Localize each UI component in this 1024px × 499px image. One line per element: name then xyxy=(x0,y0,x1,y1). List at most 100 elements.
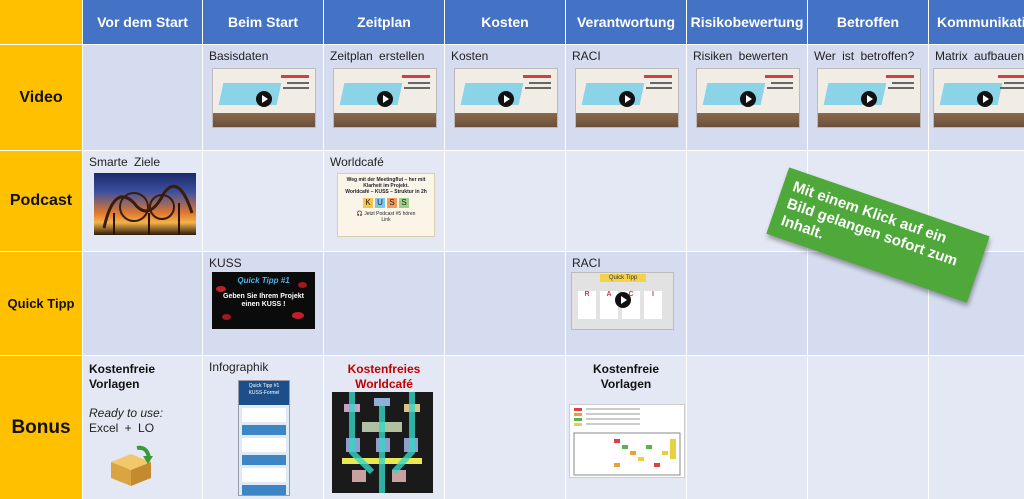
worldcafe-card-line1: Weg mit der Meetingflut – her mit xyxy=(346,177,426,183)
header-kosten: Kosten xyxy=(445,0,565,44)
bonus-excel-lo: Excel + LO xyxy=(89,421,155,435)
video-thumbnail-basisdaten[interactable] xyxy=(212,68,316,128)
raci-letter-r: R xyxy=(578,291,596,319)
worldcafe-card-cta: Jetzt Podcast #5 hören xyxy=(364,211,416,217)
worldcafe-card-tag: Link xyxy=(381,217,391,223)
video-thumbnail-risiken[interactable] xyxy=(696,68,800,128)
play-icon[interactable] xyxy=(977,91,993,107)
podcast-worldcafe-label: Worldcafé xyxy=(330,155,384,169)
kuss-letter-s1: S xyxy=(387,198,397,208)
video-kommunikation-cell: Matrix aufbauen xyxy=(929,45,1024,150)
bonus-betroffen-cell xyxy=(808,356,928,499)
video-risikobewertung-cell: Risiken bewerten xyxy=(687,45,807,150)
raci-quick-tipp-thumbnail[interactable]: Quick Tipp R A C I xyxy=(571,272,674,330)
bonus-vorlagen-title-2: Vorlagen xyxy=(89,377,140,391)
video-zeitplan-label: Zeitplan erstellen xyxy=(330,49,425,63)
play-icon[interactable] xyxy=(619,91,635,107)
bonus-zeitplan-cell: Kostenfreies Worldcafé xyxy=(324,356,444,499)
play-icon[interactable] xyxy=(861,91,877,107)
podcast-verantwortung-cell xyxy=(566,151,686,251)
download-box-icon[interactable] xyxy=(107,444,155,486)
bonus-verantwortung-cell: Kostenfreie Vorlagen xyxy=(566,356,686,499)
worldcafe-layout-thumbnail[interactable] xyxy=(332,392,433,493)
video-betroffen-cell: Wer ist betroffen? xyxy=(808,45,928,150)
video-thumbnail-kosten[interactable] xyxy=(454,68,558,128)
video-beim-start-cell: Basisdaten xyxy=(203,45,323,150)
row-label-video: Video xyxy=(0,45,82,150)
video-kosten-label: Kosten xyxy=(451,49,489,63)
quick-tipp-raci-label: RACI xyxy=(572,256,601,270)
kuss-letter-u: U xyxy=(375,198,385,208)
bonus-ready-to-use: Ready to use: xyxy=(89,406,164,420)
bonus-vor-dem-start-cell: Kostenfreie Vorlagen Ready to use: Excel… xyxy=(83,356,202,499)
quick-tipp-kosten-cell xyxy=(445,252,565,355)
header-kommunikation: Kommunikation xyxy=(929,0,1024,44)
kuss-card-line2: einen KUSS ! xyxy=(241,301,286,308)
bonus-worldcafe-title-2: Worldcafé xyxy=(355,377,413,391)
header-beim-start: Beim Start xyxy=(203,0,323,44)
play-icon[interactable] xyxy=(615,292,631,308)
video-kosten-cell: Kosten xyxy=(445,45,565,150)
podcast-zeitplan-cell: Worldcafé Weg mit der Meetingflut – her … xyxy=(324,151,444,251)
quick-tipp-beim-start-cell: KUSS Quick Tipp #1 Geben Sie Ihrem Proje… xyxy=(203,252,323,355)
header-zeitplan: Zeitplan xyxy=(324,0,444,44)
header-betroffen: Betroffen xyxy=(808,0,928,44)
kuss-infographic-thumbnail[interactable]: Quick Tipp #1 KUSS-Formel xyxy=(238,380,290,496)
headphones-icon: 🎧 xyxy=(356,211,363,217)
video-verantwortung-cell: RACI xyxy=(566,45,686,150)
bonus-beim-start-cell: Infographik Quick Tipp #1 KUSS-Formel xyxy=(203,356,323,499)
podcast-kosten-cell xyxy=(445,151,565,251)
rollercoaster-image[interactable] xyxy=(94,173,196,235)
video-risikobewertung-label: Risiken bewerten xyxy=(693,49,789,63)
raci-matrix-thumbnail[interactable] xyxy=(569,404,685,478)
corner-cell xyxy=(0,0,82,44)
header-verantwortung: Verantwortung xyxy=(566,0,686,44)
play-icon[interactable] xyxy=(498,91,514,107)
play-icon[interactable] xyxy=(256,91,272,107)
bonus-risikobewertung-cell xyxy=(687,356,807,499)
worldcafe-card-line3: Worldcafé – KUSS – Struktur in 2h xyxy=(345,189,427,195)
infographic-subtitle: KUSS-Formel xyxy=(248,390,280,396)
bonus-raci-vorlagen-title-2: Vorlagen xyxy=(600,377,652,391)
raci-letter-i: I xyxy=(644,291,662,319)
kuss-card-title: Quick Tipp #1 xyxy=(237,276,290,285)
bonus-kosten-cell xyxy=(445,356,565,499)
video-verantwortung-label: RACI xyxy=(572,49,601,63)
play-icon[interactable] xyxy=(740,91,756,107)
kuss-card-line1: Geben Sie Ihrem Projekt xyxy=(223,293,304,300)
video-zeitplan-cell: Zeitplan erstellen xyxy=(324,45,444,150)
quick-tipp-risikobewertung-cell xyxy=(687,252,807,355)
infographic-title: Quick Tipp #1 xyxy=(248,383,280,389)
bonus-infographik-label: Infographik xyxy=(209,360,269,374)
video-vor-dem-start-cell xyxy=(83,45,202,150)
kuss-letter-s2: S xyxy=(399,198,409,208)
quick-tipp-zeitplan-cell xyxy=(324,252,444,355)
video-beim-start-label: Basisdaten xyxy=(209,49,269,63)
raci-card-title: Quick Tipp xyxy=(600,274,646,282)
bonus-worldcafe-title-1: Kostenfreies xyxy=(347,362,421,376)
row-label-quick-tipp: Quick Tipp xyxy=(0,252,82,355)
raci-letter-a: A xyxy=(600,291,618,319)
video-betroffen-label: Wer ist betroffen? xyxy=(814,49,915,63)
video-thumbnail-betroffen[interactable] xyxy=(817,68,921,128)
header-risikobewertung: Risikobewertung xyxy=(687,0,807,44)
podcast-beim-start-cell xyxy=(203,151,323,251)
video-kommunikation-label: Matrix aufbauen xyxy=(935,49,1024,63)
video-thumbnail-matrix[interactable] xyxy=(933,68,1024,128)
row-label-podcast: Podcast xyxy=(0,151,82,251)
bonus-vorlagen-title-1: Kostenfreie xyxy=(89,362,156,376)
quick-tipp-verantwortung-cell: RACI Quick Tipp R A C I xyxy=(566,252,686,355)
podcast-vor-dem-start-cell: Smarte Ziele xyxy=(83,151,202,251)
header-vor-dem-start: Vor dem Start xyxy=(83,0,202,44)
podcast-smarte-ziele-label: Smarte Ziele xyxy=(89,155,161,169)
play-icon[interactable] xyxy=(377,91,393,107)
bonus-kommunikation-cell xyxy=(929,356,1024,499)
kuss-letter-k: K xyxy=(363,198,373,208)
bonus-raci-vorlagen-title-1: Kostenfreie xyxy=(592,362,660,376)
worldcafe-podcast-card[interactable]: Weg mit der Meetingflut – her mit Klarhe… xyxy=(337,173,435,237)
quick-tipp-kuss-label: KUSS xyxy=(209,256,242,270)
video-thumbnail-raci[interactable] xyxy=(575,68,679,128)
video-thumbnail-zeitplan[interactable] xyxy=(333,68,437,128)
kuss-quick-tipp-thumbnail[interactable]: Quick Tipp #1 Geben Sie Ihrem Projekt ei… xyxy=(212,272,315,329)
